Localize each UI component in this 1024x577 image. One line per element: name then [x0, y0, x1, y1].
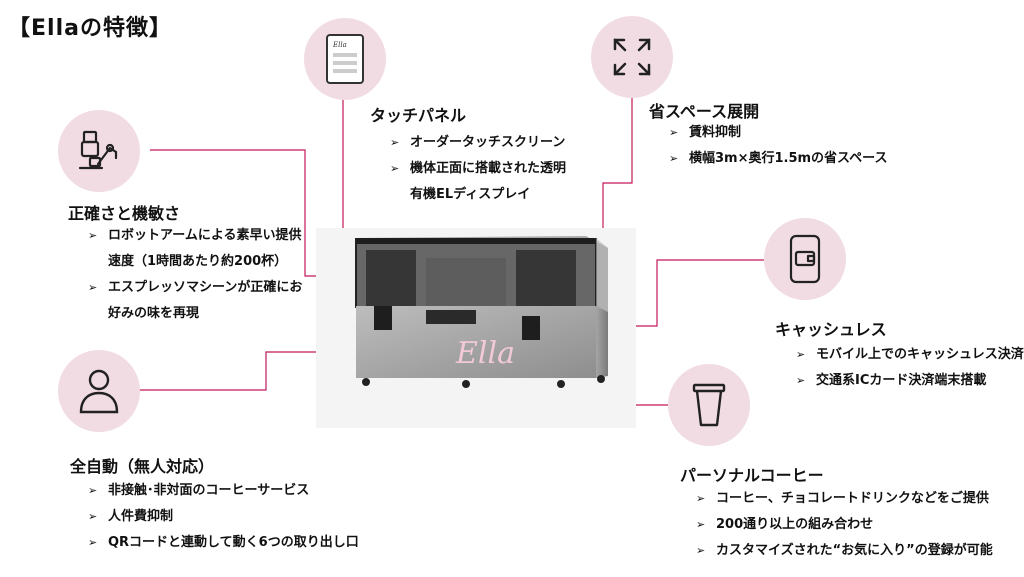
list-item: ➢機体正面に搭載された透明 — [388, 156, 566, 182]
svg-text:Ella: Ella — [332, 41, 347, 49]
chevron-right-icon: ➢ — [696, 518, 706, 531]
touch-panel-bullets: ➢オーダータッチスクリーン ➢機体正面に搭載された透明 有機ELディスプレイ — [388, 130, 566, 208]
chevron-right-icon: ➢ — [88, 484, 98, 497]
chevron-right-icon: ➢ — [669, 152, 679, 165]
cashless-bullets: ➢モバイル上でのキャッシュレス決済 ➢交通系ICカード決済端末搭載 — [794, 342, 1024, 394]
list-item: ➢非接触･非対面のコーヒーサービス — [86, 478, 359, 504]
chevron-right-icon: ➢ — [390, 136, 400, 149]
coffee-heading: パーソナルコーヒー — [680, 466, 824, 485]
precision-bullets: ➢ロボットアームによる素早い提供 速度（1時間あたり約200杯） ➢エスプレッソ… — [86, 223, 302, 327]
list-item: ➢QRコードと連動して動く6つの取り出し口 — [86, 530, 359, 556]
chevron-right-icon: ➢ — [696, 544, 706, 557]
chevron-right-icon: ➢ — [796, 374, 806, 387]
person-icon — [58, 350, 140, 432]
chevron-right-icon: ➢ — [88, 281, 98, 294]
machine-logo: Ella — [455, 336, 515, 371]
list-item: 速度（1時間あたり約200杯） — [108, 254, 288, 269]
space-heading: 省スペース展開 — [649, 102, 760, 121]
expand-arrows-icon — [591, 16, 673, 98]
list-item: ➢モバイル上でのキャッシュレス決済 — [794, 342, 1024, 368]
list-item: ➢賃料抑制 — [667, 120, 888, 146]
chevron-right-icon: ➢ — [88, 510, 98, 523]
smartphone-wallet-icon — [764, 218, 846, 300]
chevron-right-icon: ➢ — [88, 229, 98, 242]
coffee-bullets: ➢コーヒー、チョコレートドリンクなどをご提供 ➢200通り以上の組み合わせ ➢カ… — [694, 486, 993, 564]
chevron-right-icon: ➢ — [796, 348, 806, 361]
coffee-cup-icon — [668, 364, 750, 446]
tablet-icon: Ella — [304, 18, 386, 100]
chevron-right-icon: ➢ — [669, 126, 679, 139]
list-item: ➢交通系ICカード決済端末搭載 — [794, 368, 1024, 394]
precision-heading: 正確さと機敏さ — [68, 204, 181, 223]
list-item: ➢エスプレッソマシーンが正確にお — [86, 275, 302, 301]
chevron-right-icon: ➢ — [88, 536, 98, 549]
chevron-right-icon: ➢ — [696, 492, 706, 505]
automation-heading: 全自動（無人対応） — [70, 457, 215, 476]
list-item: ➢200通り以上の組み合わせ — [694, 512, 993, 538]
cashless-heading: キャッシュレス — [775, 320, 887, 339]
list-item: ➢コーヒー、チョコレートドリンクなどをご提供 — [694, 486, 993, 512]
automation-bullets: ➢非接触･非対面のコーヒーサービス ➢人件費抑制 ➢QRコードと連動して動く6つ… — [86, 478, 359, 556]
list-item: ➢オーダータッチスクリーン — [388, 130, 566, 156]
page-title: 【Ellaの特徴】 — [8, 16, 172, 41]
list-item: ➢人件費抑制 — [86, 504, 359, 530]
touch-panel-heading: タッチパネル — [370, 106, 467, 125]
list-item: ➢ロボットアームによる素早い提供 — [86, 223, 302, 249]
list-item: 有機ELディスプレイ — [410, 187, 531, 202]
chevron-right-icon: ➢ — [390, 162, 400, 175]
list-item: ➢横幅3m×奥行1.5mの省スペース — [667, 146, 888, 172]
list-item: ➢カスタマイズされた“お気に入り”の登録が可能 — [694, 538, 993, 564]
ella-machine-image: Ella — [316, 228, 636, 428]
space-bullets: ➢賃料抑制 ➢横幅3m×奥行1.5mの省スペース — [667, 120, 888, 172]
list-item: 好みの味を再現 — [108, 306, 200, 321]
robot-arm-icon — [58, 110, 140, 192]
